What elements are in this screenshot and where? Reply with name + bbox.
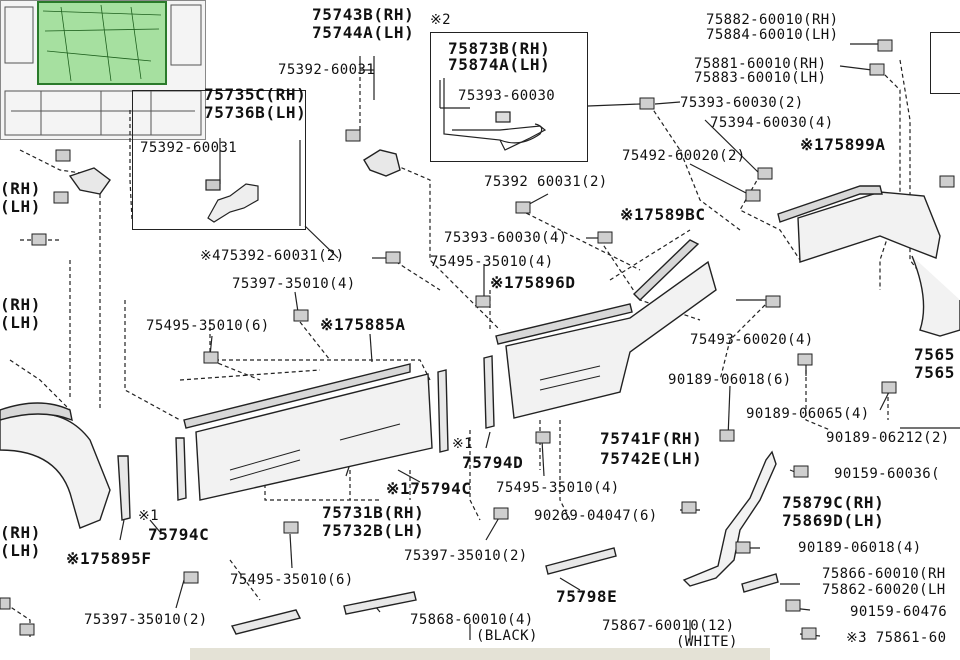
horizontal-scrollbar[interactable]: [190, 648, 770, 660]
part-label[interactable]: 75742E(LH): [600, 449, 703, 468]
part-label[interactable]: (LH): [0, 313, 41, 332]
part-label[interactable]: 75397-35010(2): [404, 548, 528, 564]
part-label[interactable]: 75862-60020(LH: [822, 582, 946, 598]
part-label[interactable]: 75883-60010(LH): [694, 70, 827, 86]
part-label[interactable]: ※17589BC: [620, 205, 706, 224]
color-note: (WHITE): [676, 634, 738, 650]
part-label[interactable]: 75492-60020(2): [622, 148, 746, 164]
part-label[interactable]: 75881-60010(RH): [694, 56, 827, 72]
part-label[interactable]: 75869D(LH): [782, 511, 885, 530]
part-label[interactable]: (RH): [0, 523, 41, 542]
part-label[interactable]: 75392-60031: [140, 140, 238, 156]
part-label[interactable]: 75495-35010(4): [430, 254, 554, 270]
part-label[interactable]: 75879C(RH): [782, 493, 885, 512]
overview-thumbnail[interactable]: [0, 0, 206, 140]
part-label[interactable]: 75884-60010(LH): [706, 27, 839, 43]
note-marker: ※2: [430, 12, 451, 28]
part-label[interactable]: 75794C: [148, 525, 210, 544]
part-label[interactable]: 75392 60031(2): [484, 174, 608, 190]
part-label[interactable]: 90189-06212(2): [826, 430, 950, 446]
part-label[interactable]: 75736B(LH): [204, 103, 307, 122]
part-label[interactable]: ※175885A: [320, 315, 406, 334]
part-label[interactable]: ※175899A: [800, 135, 886, 154]
part-label[interactable]: 75493-60020(4): [690, 332, 814, 348]
part-label[interactable]: 90159-60036(: [834, 466, 940, 482]
part-label[interactable]: 75882-60010(RH): [706, 12, 839, 28]
part-label[interactable]: 75495-35010(6): [230, 572, 354, 588]
part-label[interactable]: 75393-60030(4): [444, 230, 568, 246]
part-label[interactable]: 75873B(RH): [448, 39, 551, 58]
part-label[interactable]: 7565: [914, 363, 955, 382]
part-label[interactable]: 75798E: [556, 587, 618, 606]
part-label[interactable]: 75731B(RH): [322, 503, 425, 522]
part-label[interactable]: 75495-35010(6): [146, 318, 270, 334]
part-label[interactable]: 7565: [914, 345, 955, 364]
part-label[interactable]: 75394-60030(4): [710, 115, 834, 131]
part-label[interactable]: 75874A(LH): [448, 55, 551, 74]
part-label[interactable]: 75392-60031: [278, 62, 376, 78]
part-label[interactable]: 75495-35010(4): [496, 480, 620, 496]
part-label[interactable]: 75744A(LH): [312, 23, 415, 42]
part-label[interactable]: 75397-35010(2): [84, 612, 208, 628]
part-label[interactable]: 75741F(RH): [600, 429, 703, 448]
part-label[interactable]: 75735C(RH): [204, 85, 307, 104]
detail-box-roof-bracket: [430, 32, 588, 162]
part-label[interactable]: ※175895F: [66, 549, 152, 568]
part-label[interactable]: 90189-06018(6): [668, 372, 792, 388]
detail-box-right-edge: [930, 32, 960, 94]
part-label[interactable]: 75794D: [462, 453, 524, 472]
color-note: (BLACK): [476, 628, 538, 644]
part-label[interactable]: 90269-04047(6): [534, 508, 658, 524]
part-label[interactable]: 75397-35010(4): [232, 276, 356, 292]
part-label[interactable]: 75868-60010(4): [410, 612, 534, 628]
part-label[interactable]: (LH): [0, 541, 41, 560]
part-label[interactable]: 75393-60030(2): [680, 95, 804, 111]
detail-box-quarter-bracket: [132, 90, 306, 230]
part-label[interactable]: (RH): [0, 295, 41, 314]
note-marker: ※1: [138, 508, 159, 524]
part-label[interactable]: (RH): [0, 179, 41, 198]
part-label[interactable]: ※175896D: [490, 273, 576, 292]
part-label[interactable]: 75393-60030: [458, 88, 556, 104]
part-label[interactable]: 90189-06018(4): [798, 540, 922, 556]
part-label[interactable]: ※3 75861-60: [846, 630, 947, 646]
part-label[interactable]: ※475392-60031(2): [200, 248, 345, 264]
note-marker: ※1: [452, 436, 473, 452]
part-label[interactable]: (LH): [0, 197, 41, 216]
thumbnail-sketch: [4, 4, 202, 136]
part-label[interactable]: 75732B(LH): [322, 521, 425, 540]
part-label[interactable]: 75743B(RH): [312, 5, 415, 24]
part-label[interactable]: 90159-60476: [850, 604, 948, 620]
part-label[interactable]: 75866-60010(RH: [822, 566, 946, 582]
part-label[interactable]: ※175794C: [386, 479, 472, 498]
part-label[interactable]: 75867-60010(12): [602, 618, 735, 634]
part-label[interactable]: 90189-06065(4): [746, 406, 870, 422]
